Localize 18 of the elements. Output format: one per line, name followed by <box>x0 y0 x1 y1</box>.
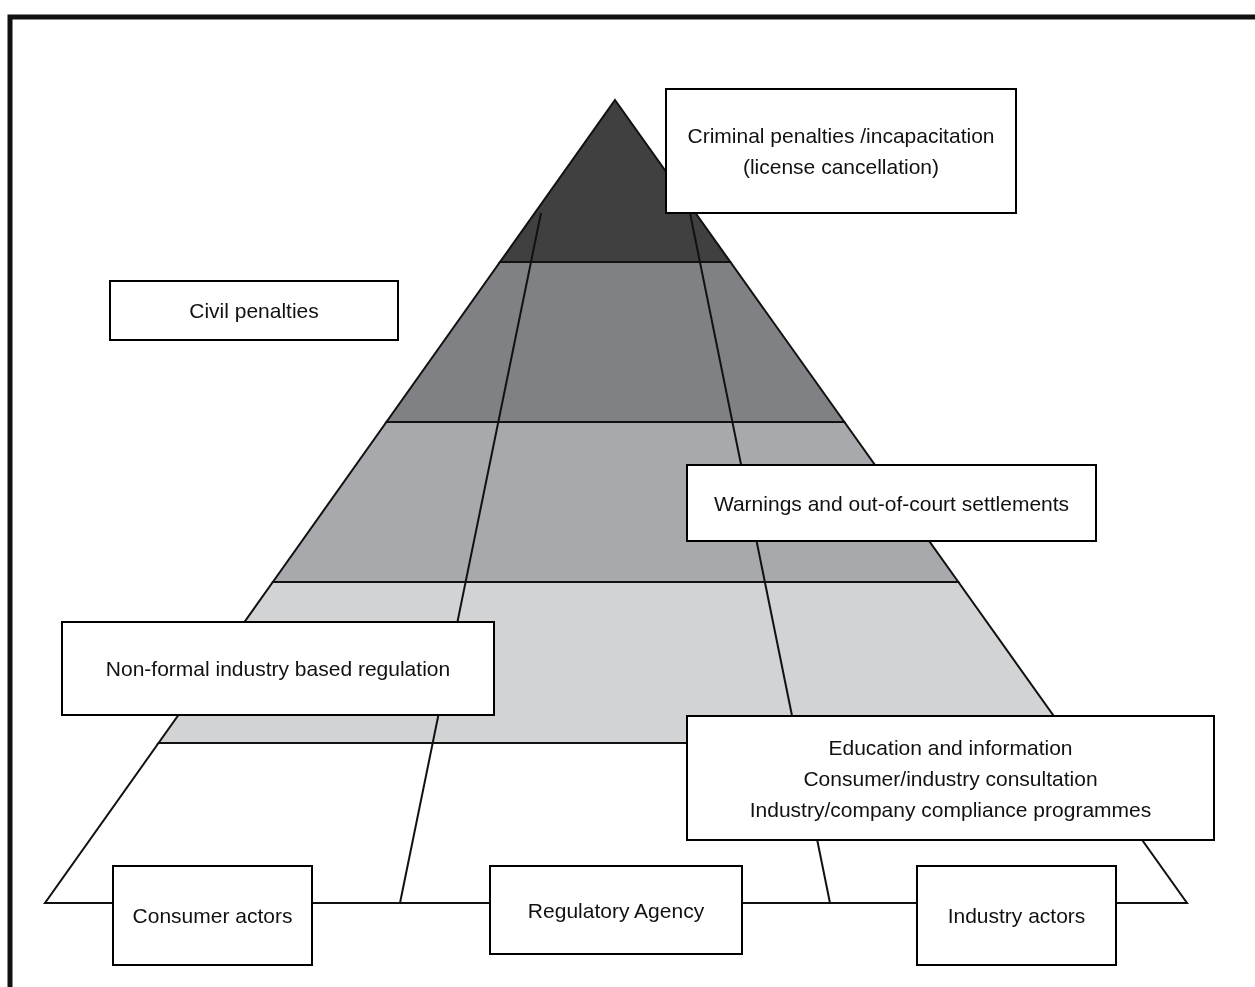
label-box <box>686 464 1097 542</box>
box-text: Industry actors <box>947 903 1086 929</box>
box-text: Consumer actors <box>132 903 293 929</box>
label-box <box>686 715 1215 841</box>
label-box <box>112 865 313 966</box>
box-text: Industry/company compliance programmes <box>749 796 1152 823</box>
label-box <box>489 865 743 955</box>
box-text: Education and information <box>828 734 1073 761</box>
box-text: Regulatory Agency <box>527 897 705 924</box>
box-text: Warnings and out-of-court settlements <box>713 490 1070 517</box>
label-box <box>109 280 399 341</box>
label-box <box>61 621 495 716</box>
box-text: Non-formal industry based regulation <box>105 656 451 682</box>
label-box <box>665 88 1017 214</box>
label-box <box>916 865 1117 966</box>
box-text: Criminal penalties /incapacitation (license cancellation) <box>686 123 996 180</box>
box-text: Civil penalties <box>189 298 319 324</box>
box-text: Consumer/industry consultation <box>803 765 1098 792</box>
